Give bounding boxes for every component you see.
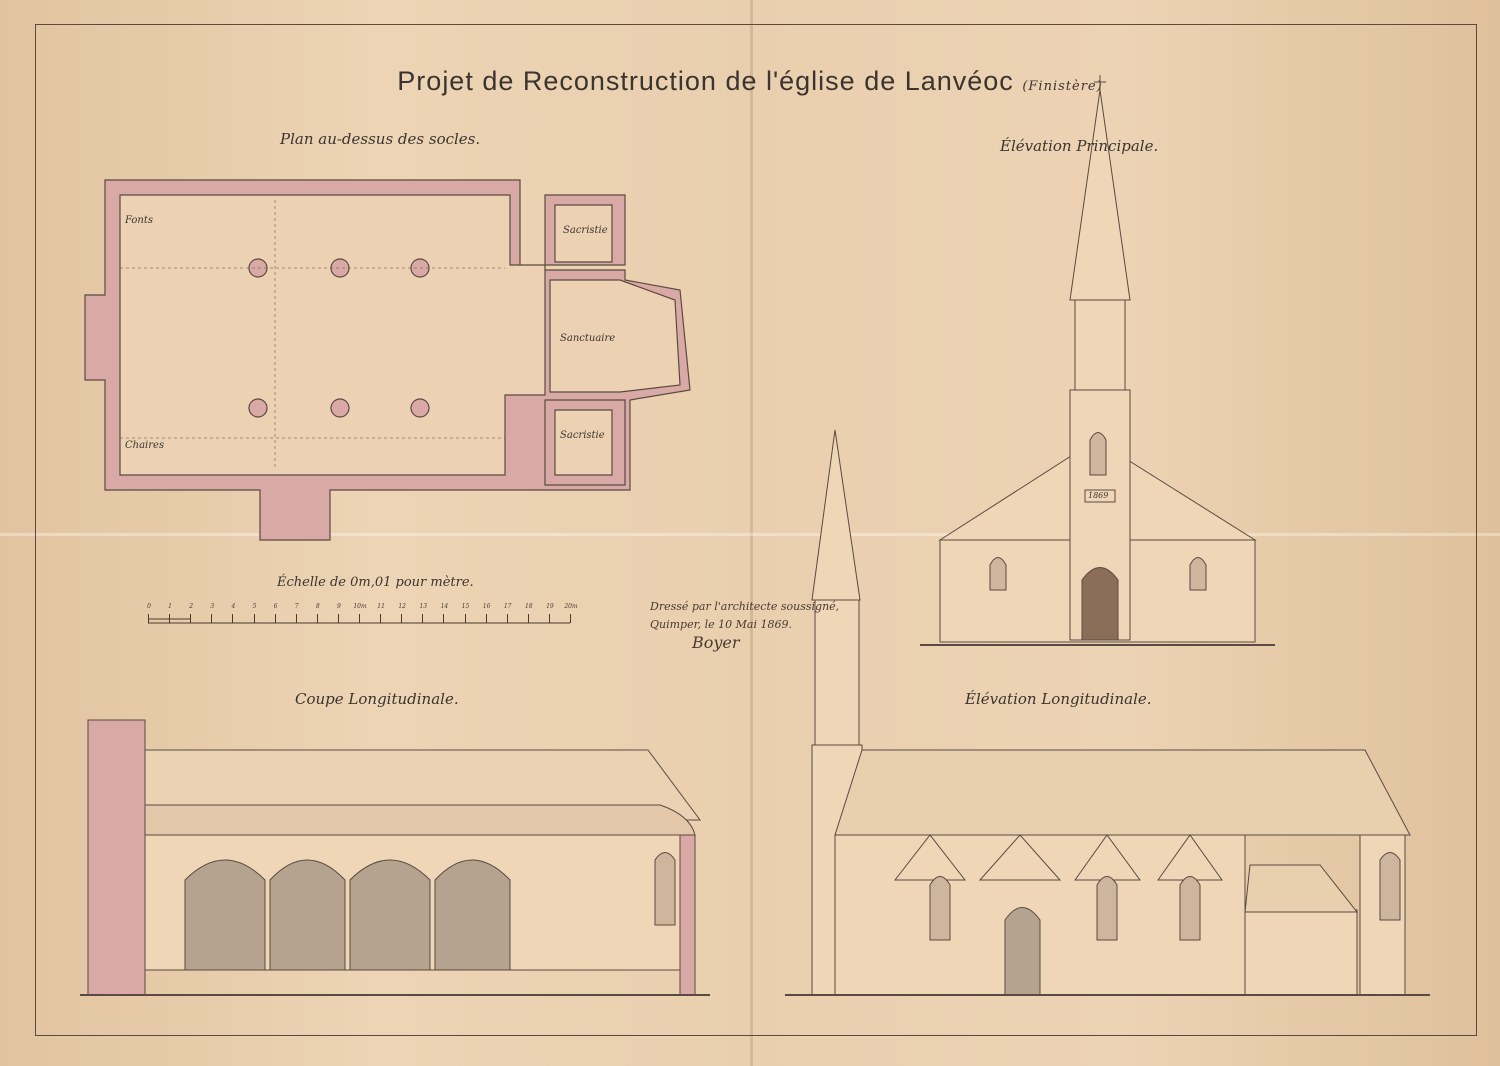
scale-tick-label: 17 [503, 603, 512, 610]
scale-tick-label: 4 [231, 603, 236, 610]
scale-tick-label: 8 [315, 603, 320, 610]
room-chaires: Chaires [125, 440, 165, 451]
scale-tick-mark [253, 614, 255, 623]
scale-tick-mark [359, 614, 360, 623]
signature-line-2: Quimper, le 10 Mai 1869. [650, 618, 792, 631]
scale-tick-mark [380, 614, 382, 623]
side-elevation-label: Élévation Longitudinale. [965, 690, 1152, 708]
scale-tick-label: 9 [336, 603, 341, 610]
scale-tick-label: 0 [147, 603, 151, 610]
scale-tick-mark [401, 614, 403, 623]
title-text: Projet de Reconstruction de l'église de … [397, 66, 1014, 96]
scale-tick-mark [190, 614, 192, 623]
scale-tick-mark [443, 614, 445, 623]
longitudinal-section [80, 719, 710, 996]
border-frame [35, 24, 1477, 1036]
front-elevation-label: Élévation Principale. [1000, 137, 1159, 155]
scale-tick-mark [316, 614, 318, 623]
scale-tick-label: 12 [398, 603, 406, 610]
scale-tick-label: 16 [482, 603, 491, 610]
room-sanctuaire: Sanctuaire [560, 333, 616, 344]
front-elevation [920, 75, 1275, 646]
scale-tick-label: 3 [210, 603, 215, 610]
scale-tick-label: 10m [353, 603, 367, 610]
side-elevation [785, 429, 1430, 996]
scale-tick-mark [422, 614, 424, 623]
scale-tick-mark [506, 614, 508, 623]
scale-tick-label: 2 [189, 603, 194, 610]
fold-line-horizontal [0, 533, 1500, 536]
fold-line-vertical [750, 0, 753, 1066]
scale-tick-label: 14 [440, 603, 449, 610]
signature-name: Boyer [692, 633, 740, 652]
scale-tick-mark [570, 614, 571, 623]
scale-tick-mark [295, 614, 297, 623]
scale-tick-label: 19 [546, 603, 554, 610]
signature-line-1: Dressé par l'architecte soussigné, [650, 600, 840, 613]
room-sacristie-north: Sacristie [563, 225, 608, 236]
scale-tick-mark [148, 614, 149, 623]
scale-tick-mark [211, 614, 213, 623]
scale-tick-mark [527, 614, 529, 623]
scale-bar [148, 618, 570, 624]
scale-tick-label: 5 [252, 603, 257, 610]
signature-block: Dressé par l'architecte soussigné, Quimp… [650, 598, 839, 652]
scale-tick-label: 15 [461, 603, 470, 610]
scale-tick-mark [485, 614, 487, 623]
scale-tick-mark [548, 614, 550, 623]
room-sacristie-south: Sacristie [560, 430, 605, 441]
scale-tick-mark [464, 614, 466, 623]
title-suffix: (Finistère) [1022, 79, 1103, 94]
floor-plan [84, 179, 691, 541]
date-plaque: 1869 [1088, 491, 1109, 500]
section-label: Coupe Longitudinale. [295, 690, 459, 708]
room-fonts: Fonts [125, 215, 154, 226]
scale-tick-label: 20m [564, 603, 578, 610]
scale-tick-mark [337, 614, 339, 623]
scale-tick-label: 11 [377, 603, 385, 610]
scale-label: Échelle de 0m,01 pour mètre. [277, 575, 474, 590]
scale-tick-label: 1 [168, 603, 172, 610]
scale-tick-label: 18 [524, 603, 533, 610]
scale-tick-mark [169, 614, 171, 623]
scale-tick-mark [274, 614, 276, 623]
scale-tick-label: 13 [419, 603, 428, 610]
scale-tick-label: 6 [273, 603, 278, 610]
scale-tick-mark [232, 614, 234, 623]
plan-label: Plan au-dessus des socles. [280, 130, 481, 148]
sheet-title: Projet de Reconstruction de l'église de … [0, 66, 1500, 97]
scale-tick-label: 7 [294, 603, 299, 610]
